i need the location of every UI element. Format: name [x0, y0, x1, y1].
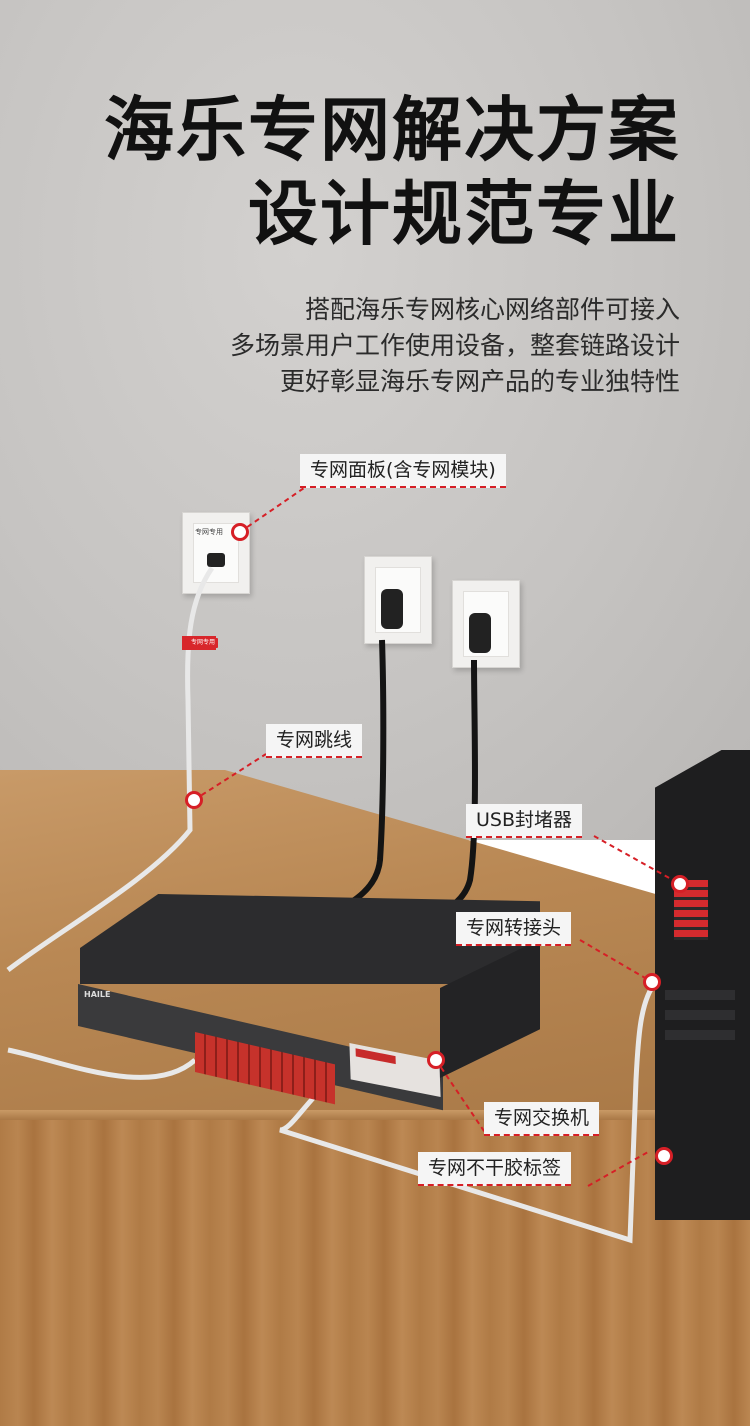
- power-plug-right: [469, 613, 491, 653]
- switch-brand: HAILE: [84, 990, 111, 999]
- description-line-2: 多场景用户工作使用设备，整套链路设计: [229, 331, 680, 360]
- description-line-3: 更好彰显海乐专网产品的专业独特性: [279, 367, 680, 396]
- panel-jack: [207, 553, 225, 567]
- panel-plate-text: 专网专用: [195, 528, 223, 536]
- marker-switch: [427, 1051, 445, 1069]
- pc-vent: [665, 990, 735, 1000]
- pc-tower: [655, 750, 750, 1220]
- desk-front-panel: [0, 1120, 750, 1426]
- pc-vent: [665, 1030, 735, 1040]
- callout-patch-cable: 专网跳线: [266, 724, 363, 758]
- callout-switch: 专网交换机: [484, 1102, 600, 1136]
- power-socket-right: [452, 580, 520, 668]
- description-line-1: 搭配海乐专网核心网络部件可接入: [304, 295, 680, 324]
- power-socket-left: [364, 556, 432, 644]
- power-plug-left: [381, 589, 403, 629]
- callout-label: 专网不干胶标签: [418, 1152, 572, 1186]
- headline-line-1: 海乐专网解决方案: [104, 89, 680, 171]
- callout-panel: 专网面板(含专网模块): [300, 454, 506, 488]
- description: 搭配海乐专网核心网络部件可接入 多场景用户工作使用设备，整套链路设计 更好彰显海…: [230, 292, 680, 400]
- headline-line-2: 设计规范专业: [248, 173, 680, 255]
- marker-usb-blocker: [671, 875, 689, 893]
- headline: 海乐专网解决方案 设计规范专业: [104, 88, 680, 256]
- marker-adapter: [643, 973, 661, 991]
- marker-panel: [231, 523, 249, 541]
- cable-tag: 专网专用: [188, 638, 219, 648]
- callout-usb-blocker: USB封堵器: [466, 804, 583, 838]
- marker-patch-cable: [185, 791, 203, 809]
- pc-vent: [665, 1010, 735, 1020]
- callout-adapter: 专网转接头: [456, 912, 572, 946]
- marker-label: [655, 1147, 673, 1165]
